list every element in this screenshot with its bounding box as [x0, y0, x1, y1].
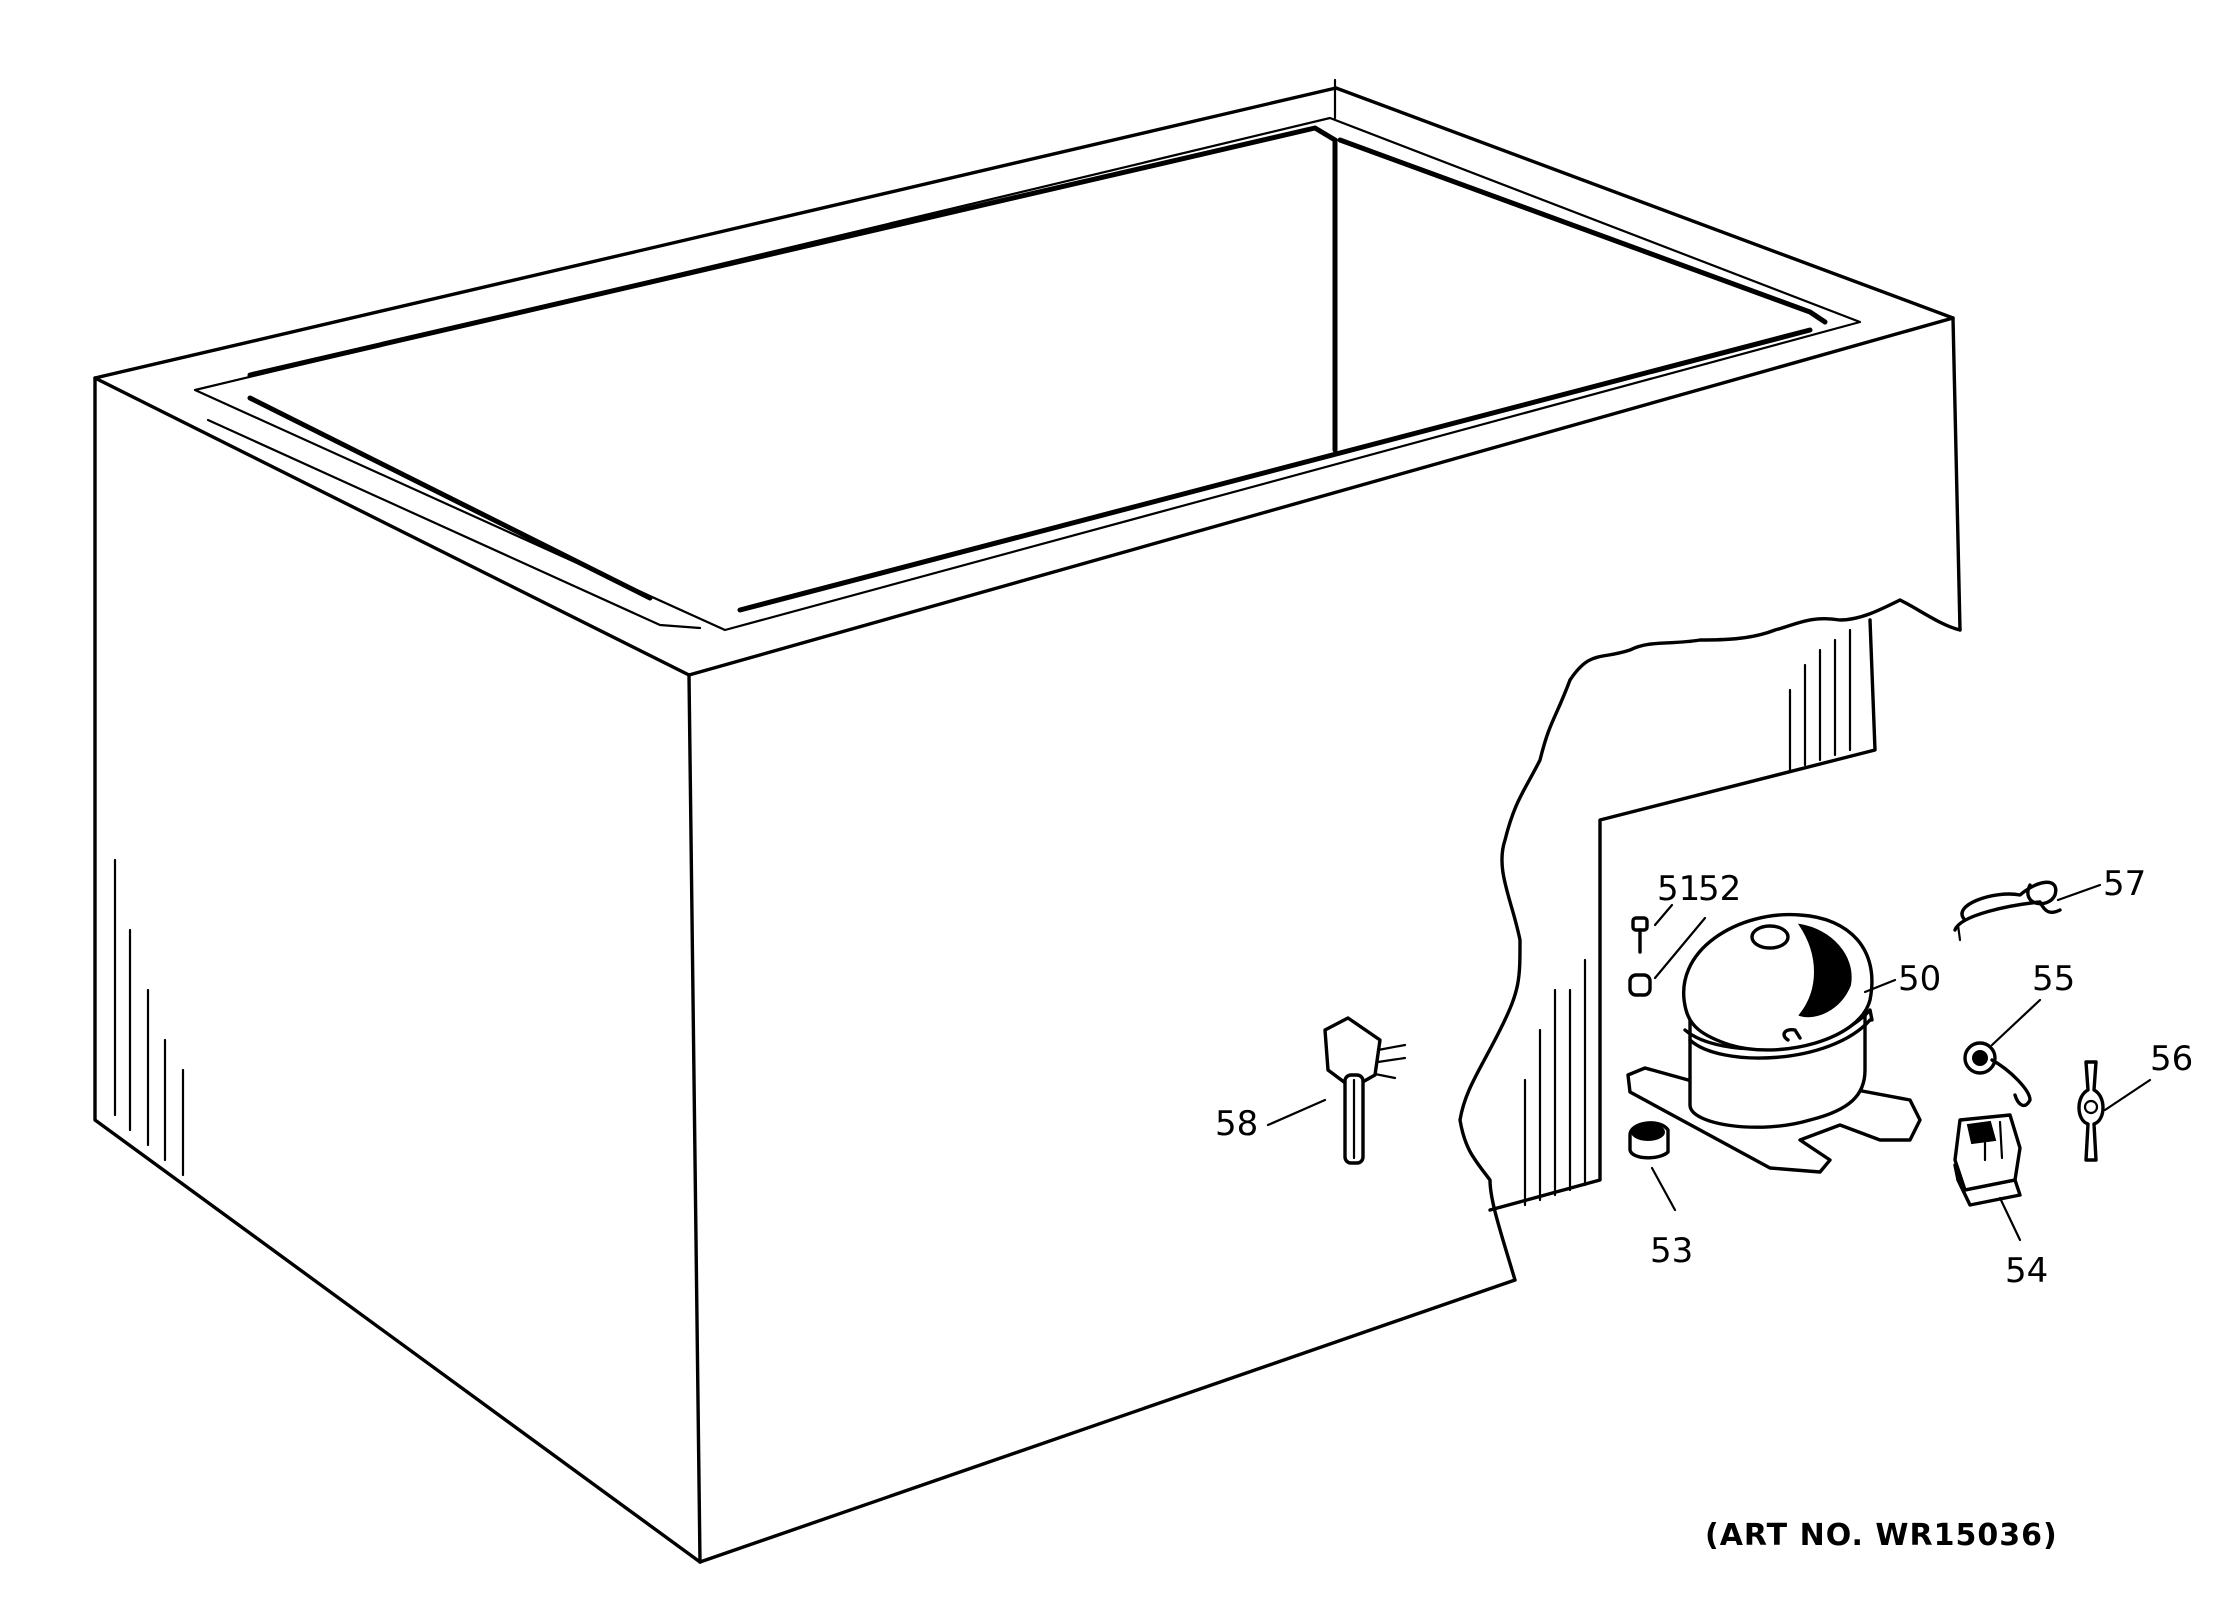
power-cord-plug-icon [1266, 1016, 1407, 1165]
relay-bracket-icon [2077, 1060, 2152, 1162]
compressor-icon [1626, 912, 1922, 1174]
interior-shading [1523, 628, 1852, 1207]
callout-50: 50 [1898, 959, 1941, 999]
rubber-grommet-icon [1628, 1121, 1677, 1212]
callout-51: 51 [1657, 869, 1700, 909]
callout-56: 56 [2150, 1039, 2193, 1079]
freezer-cabinet [93, 78, 1962, 1564]
callout-54: 54 [2005, 1251, 2048, 1291]
wire-clip-icon [1953, 880, 2102, 942]
callout-52: 52 [1698, 869, 1741, 909]
start-relay-icon [1953, 1113, 2022, 1242]
cutaway-edge [1458, 598, 1962, 1282]
side-shading [113, 858, 185, 1177]
callout-57: 57 [2103, 864, 2146, 904]
callout-labels: 50 51 52 53 54 55 56 57 58 [1215, 864, 2193, 1291]
art-number: (ART NO. WR15036) [1705, 1518, 2058, 1553]
callout-53: 53 [1650, 1231, 1693, 1271]
mounting-sleeve-icon [1628, 916, 1707, 997]
mounting-screw-icon [1631, 903, 1674, 954]
callout-55: 55 [2032, 959, 2075, 999]
callout-58: 58 [1215, 1104, 1258, 1144]
overload-protector-icon [1963, 998, 2042, 1108]
